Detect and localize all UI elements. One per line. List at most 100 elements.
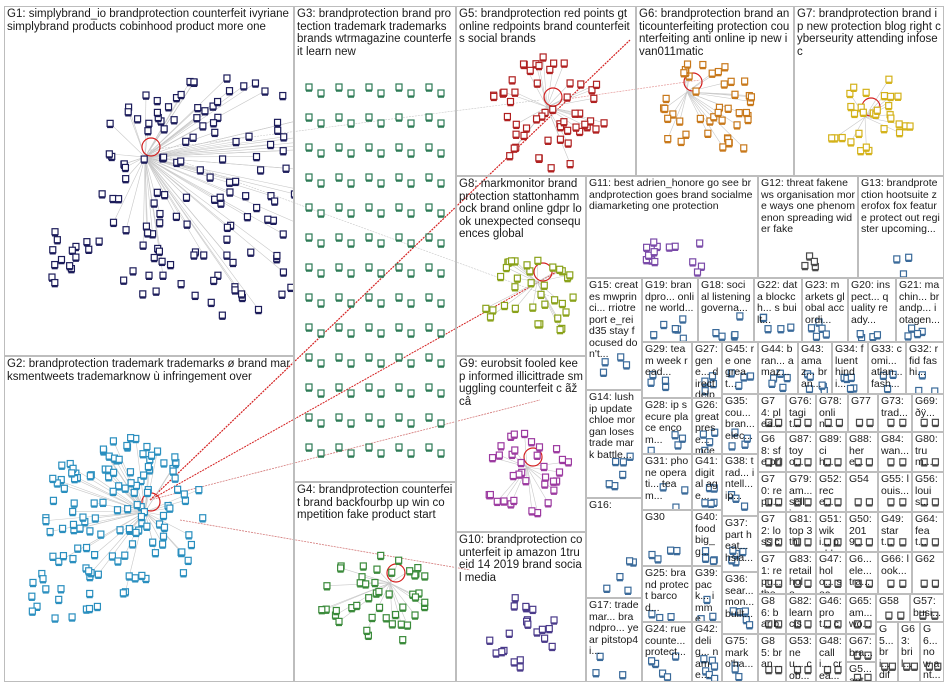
group-g6[interactable]: G6: brandprotection brand anticounterfei… — [636, 6, 794, 176]
group-g18[interactable]: G18: social listening governa... — [698, 278, 754, 342]
group-g34[interactable]: G34: fluent hindi... — [832, 342, 868, 394]
group-g74[interactable]: G74: plea... — [758, 394, 786, 432]
group-g37[interactable]: G37: part heat... hsia... — [722, 516, 758, 572]
group-g84[interactable]: G84: wan... — [878, 432, 912, 472]
group-g72[interactable]: G72: loss cour... — [758, 512, 786, 552]
group-g42[interactable]: G42: delig... name... — [692, 622, 722, 682]
group-g6x[interactable]: G6... ele... tra... — [846, 552, 878, 594]
group-g30[interactable]: G30 — [642, 510, 692, 566]
graph-node — [900, 271, 906, 277]
graph-node — [719, 117, 725, 123]
group-g62[interactable]: G62 — [912, 552, 944, 594]
group-g89[interactable]: G89: ci h... — [816, 432, 846, 472]
group-g8[interactable]: G8: markmonitor brandprotection stattonh… — [456, 176, 586, 356]
group-g20[interactable]: G20: inspect... quality ready... — [848, 278, 896, 342]
group-g48[interactable]: G48: calli... crea... — [816, 634, 846, 682]
group-g47[interactable]: G47: holo... sec... — [816, 552, 846, 594]
group-g66[interactable]: G66: look... — [878, 552, 912, 594]
group-g67[interactable]: G67: bra... — [846, 634, 876, 662]
group-g70[interactable]: G70: repu... qual... — [758, 472, 786, 512]
group-g13[interactable]: G13: brandprotection hootsuite zerofox f… — [858, 176, 944, 278]
group-g54[interactable]: G54 — [846, 472, 878, 512]
group-g83[interactable]: G83: retail holo... — [786, 552, 816, 594]
group-g5[interactable]: G5: brandprotection red points gt online… — [456, 6, 636, 176]
group-g19[interactable]: G19: brandpro... online world... — [642, 278, 698, 342]
group-g69[interactable]: G69: ðÿ... — [912, 394, 944, 432]
group-g40[interactable]: G40: food big_g... — [692, 510, 722, 566]
group-g60[interactable]: G6... now ant... — [920, 622, 944, 682]
graph-node — [736, 674, 742, 680]
group-g64[interactable]: G64: feat... — [912, 512, 944, 552]
group-g75[interactable]: G75: mark o'ha... — [722, 634, 758, 682]
group-g28[interactable]: G28: ip secure place encom... — [642, 398, 692, 454]
group-g59[interactable]: G5... ant... — [846, 662, 876, 682]
group-g1[interactable]: G1: simplybrand_io brandprotection count… — [4, 6, 294, 356]
group-g65[interactable]: G65: am... wo... — [846, 594, 876, 634]
group-g85[interactable]: G85: bran... — [758, 634, 786, 682]
group-g4[interactable]: G4: brandprotection counterfeit brand ba… — [294, 482, 456, 682]
group-g88[interactable]: G88: here... — [846, 432, 878, 472]
group-g25[interactable]: G25: brand protect barcod... — [642, 566, 692, 622]
group-g41[interactable]: G41: digital age... — [692, 454, 722, 510]
group-g23[interactable]: G23: markets global accordi... — [802, 278, 848, 342]
group-g32[interactable]: G32: rfid fashi... — [906, 342, 944, 394]
group-g79[interactable]: G79: am... selli... — [786, 472, 816, 512]
group-g58[interactable]: G58 — [876, 594, 910, 622]
group-g82[interactable]: G82: learn cisc... — [786, 594, 816, 634]
group-g17[interactable]: G17: trademar... brandpro... year pitsto… — [586, 598, 642, 682]
group-g51[interactable]: G51: wiki... publ... — [816, 512, 846, 552]
group-g27[interactable]: G27: gene... direct delph... — [692, 342, 722, 398]
group-g50[interactable]: G50: 2019... — [846, 512, 878, 552]
group-g77[interactable]: G77 — [848, 394, 878, 432]
group-g76[interactable]: G76: tagit... — [786, 394, 816, 432]
group-g57[interactable]: G57: busi... — [910, 594, 944, 622]
group-g3[interactable]: G3: brandprotection brand protection tra… — [294, 6, 456, 482]
graph-node — [336, 204, 342, 210]
group-g29[interactable]: G29: team week read... — [642, 342, 692, 398]
group-g63[interactable]: G63: bril... — [898, 622, 920, 682]
group-g21[interactable]: G21: machin... brandp... iotagen... — [896, 278, 944, 342]
group-g11[interactable]: G11: best adrien_honore go see brandprot… — [586, 176, 758, 278]
group-g9[interactable]: G9: eurobsit fooled keep informed illici… — [456, 356, 586, 532]
group-g16[interactable]: G16: — [586, 498, 642, 598]
group-g31[interactable]: G31: phone operati... team... — [642, 454, 692, 510]
group-g71[interactable]: G71: repu... thef... — [758, 552, 786, 594]
group-g46[interactable]: G46: prot... cau... — [816, 594, 846, 634]
group-g53[interactable]: G53: neu... cob... — [786, 634, 816, 682]
group-g81[interactable]: G81: top 3 thin... — [786, 512, 816, 552]
group-g86[interactable]: G86: bar busi... — [758, 594, 786, 634]
group-g10[interactable]: G10: brandprotection counterfeit ip amaz… — [456, 532, 586, 682]
group-g24[interactable]: G24: rue counte... protect... — [642, 622, 692, 682]
group-g44[interactable]: G44: bran... amaz... — [758, 342, 798, 394]
group-g80[interactable]: G80: trum... — [912, 432, 944, 472]
group-g5x[interactable]: G5... bri... diff... — [876, 622, 898, 682]
group-g49[interactable]: G49: start... — [878, 512, 912, 552]
group-g12[interactable]: G12: threat fakenews organisation more w… — [758, 176, 858, 278]
graph-node — [426, 324, 432, 330]
group-g73[interactable]: G73: trad... — [878, 394, 912, 432]
group-g87[interactable]: G87: toyo... — [786, 432, 816, 472]
group-g43[interactable]: G43: amaz... bran... — [798, 342, 832, 394]
group-g7[interactable]: G7: brandprotection brand ip new protect… — [794, 6, 944, 176]
group-g15[interactable]: G15: creates mwprinci... rriotreport e_r… — [586, 278, 642, 390]
graph-node — [129, 541, 135, 547]
group-g14[interactable]: G14: lush ip update chloe morgan loses t… — [586, 390, 642, 498]
group-g33[interactable]: G33: comi... atlan... fash... — [868, 342, 906, 394]
group-g38[interactable]: G38: trad... intell... ip... — [722, 454, 758, 516]
group-g45[interactable]: G45: re one great... — [722, 342, 758, 394]
group-g56[interactable]: G56: louis... — [912, 472, 944, 512]
group-g55[interactable]: G55: louis... — [878, 472, 912, 512]
graph-node — [511, 659, 517, 665]
group-g52[interactable]: G52: rece... — [816, 472, 846, 512]
group-g2[interactable]: G2: brandprotection trademark trademarks… — [4, 356, 294, 682]
group-g78[interactable]: G78: onlin... — [816, 394, 848, 432]
graph-node — [710, 558, 716, 564]
group-g39[interactable]: G39: pack... imme... — [692, 566, 722, 622]
group-g35[interactable]: G35: cou... bran... elec... — [722, 394, 758, 454]
graph-node — [408, 360, 414, 366]
group-g22[interactable]: G22: data blockch... s built... — [754, 278, 802, 342]
group-g68[interactable]: G68: sfe prior... — [758, 432, 786, 472]
group-g26[interactable]: G26: great prese... mcen... week... — [692, 398, 722, 454]
group-g36[interactable]: G36: sear... mon... built... — [722, 572, 758, 634]
graph-node — [275, 127, 281, 133]
